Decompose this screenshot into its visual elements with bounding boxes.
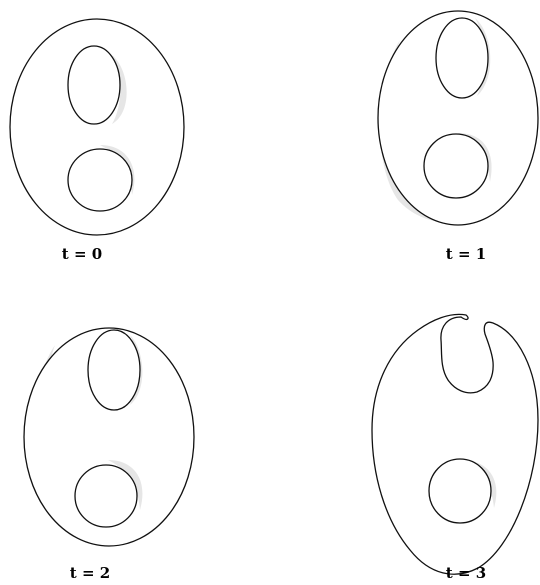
panel-t2-upper-hole bbox=[88, 330, 140, 410]
panel-t1-upper-hole bbox=[436, 18, 488, 98]
panel-t0-upper-hole bbox=[68, 46, 120, 124]
panel-t0: t = 0 bbox=[10, 19, 184, 263]
panel-t0-label: t = 0 bbox=[62, 245, 102, 263]
panel-t3-label: t = 3 bbox=[446, 564, 486, 582]
panel-t1-label: t = 1 bbox=[446, 245, 486, 263]
panel-t3: t = 3 bbox=[372, 314, 538, 582]
panel-t1: t = 1 bbox=[378, 11, 538, 263]
panel-t3-lower-hole bbox=[429, 459, 491, 523]
panel-t1-lower-hole bbox=[424, 134, 488, 198]
panel-t0-lower-hole bbox=[68, 149, 132, 211]
panel-t2-lower-hole bbox=[75, 465, 137, 527]
panel-t2: t = 2 bbox=[24, 328, 194, 582]
panel-t2-label: t = 2 bbox=[70, 564, 110, 582]
panel-t3-outer-boundary bbox=[372, 314, 538, 574]
